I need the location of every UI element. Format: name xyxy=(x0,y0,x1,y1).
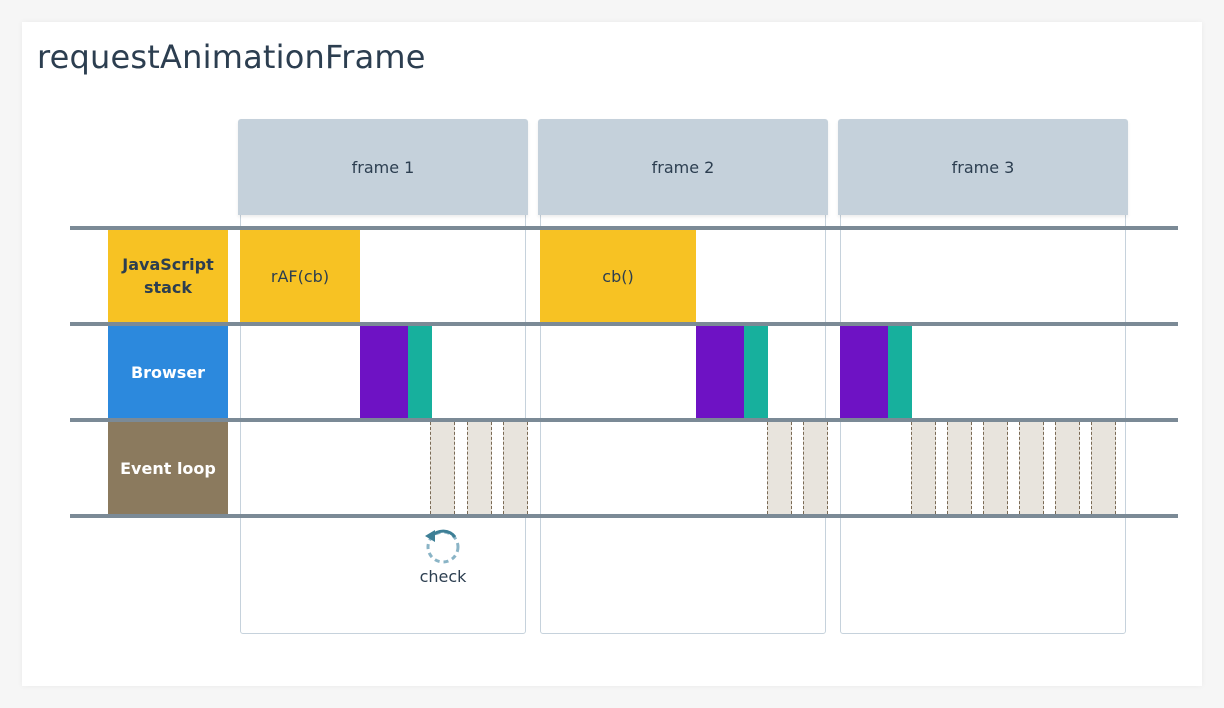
event-loop-task xyxy=(1019,422,1044,514)
event-loop-task xyxy=(503,422,528,514)
browser-purple-block-3 xyxy=(840,326,888,418)
circular-arrow-icon xyxy=(425,529,460,564)
track-line-2 xyxy=(70,322,1178,326)
browser-teal-block-3 xyxy=(888,326,912,418)
js-block-cb-label: cb() xyxy=(602,266,634,286)
browser-teal-block-2 xyxy=(744,326,768,418)
check-indicator: check xyxy=(412,527,474,591)
event-loop-task xyxy=(430,422,455,514)
row-label-browser: Browser xyxy=(108,326,228,418)
browser-teal-block-1 xyxy=(408,326,432,418)
event-loop-task xyxy=(983,422,1008,514)
track-line-3 xyxy=(70,418,1178,422)
frame-3-label: frame 3 xyxy=(951,157,1015,177)
frame-1-header: frame 1 xyxy=(238,119,528,215)
js-block-cb: cb() xyxy=(540,230,696,322)
event-loop-task xyxy=(911,422,936,514)
event-loop-task xyxy=(767,422,792,514)
browser-purple-block-1 xyxy=(360,326,408,418)
frame-2-header: frame 2 xyxy=(538,119,828,215)
js-label-line2: stack xyxy=(143,278,193,297)
track-line-1 xyxy=(70,226,1178,230)
track-line-4 xyxy=(70,514,1178,518)
js-block-raf-label: rAF(cb) xyxy=(270,266,330,286)
page-title: requestAnimationFrame xyxy=(37,38,426,76)
frame-2-label: frame 2 xyxy=(651,157,715,177)
browser-purple-block-2 xyxy=(696,326,744,418)
event-loop-task xyxy=(803,422,828,514)
event-loop-task xyxy=(1091,422,1116,514)
frame-1-label: frame 1 xyxy=(351,157,415,177)
js-label-line1: JavaScript xyxy=(122,255,214,274)
frame-3-header: frame 3 xyxy=(838,119,1128,215)
row-label-javascript-stack: JavaScript stack xyxy=(108,230,228,322)
browser-label: Browser xyxy=(130,362,206,382)
row-label-event-loop: Event loop xyxy=(108,422,228,514)
event-loop-label: Event loop xyxy=(120,458,216,478)
event-loop-task xyxy=(947,422,972,514)
event-loop-task xyxy=(467,422,492,514)
event-loop-task xyxy=(1055,422,1080,514)
js-block-raf: rAF(cb) xyxy=(240,230,360,322)
check-label: check xyxy=(419,567,467,586)
